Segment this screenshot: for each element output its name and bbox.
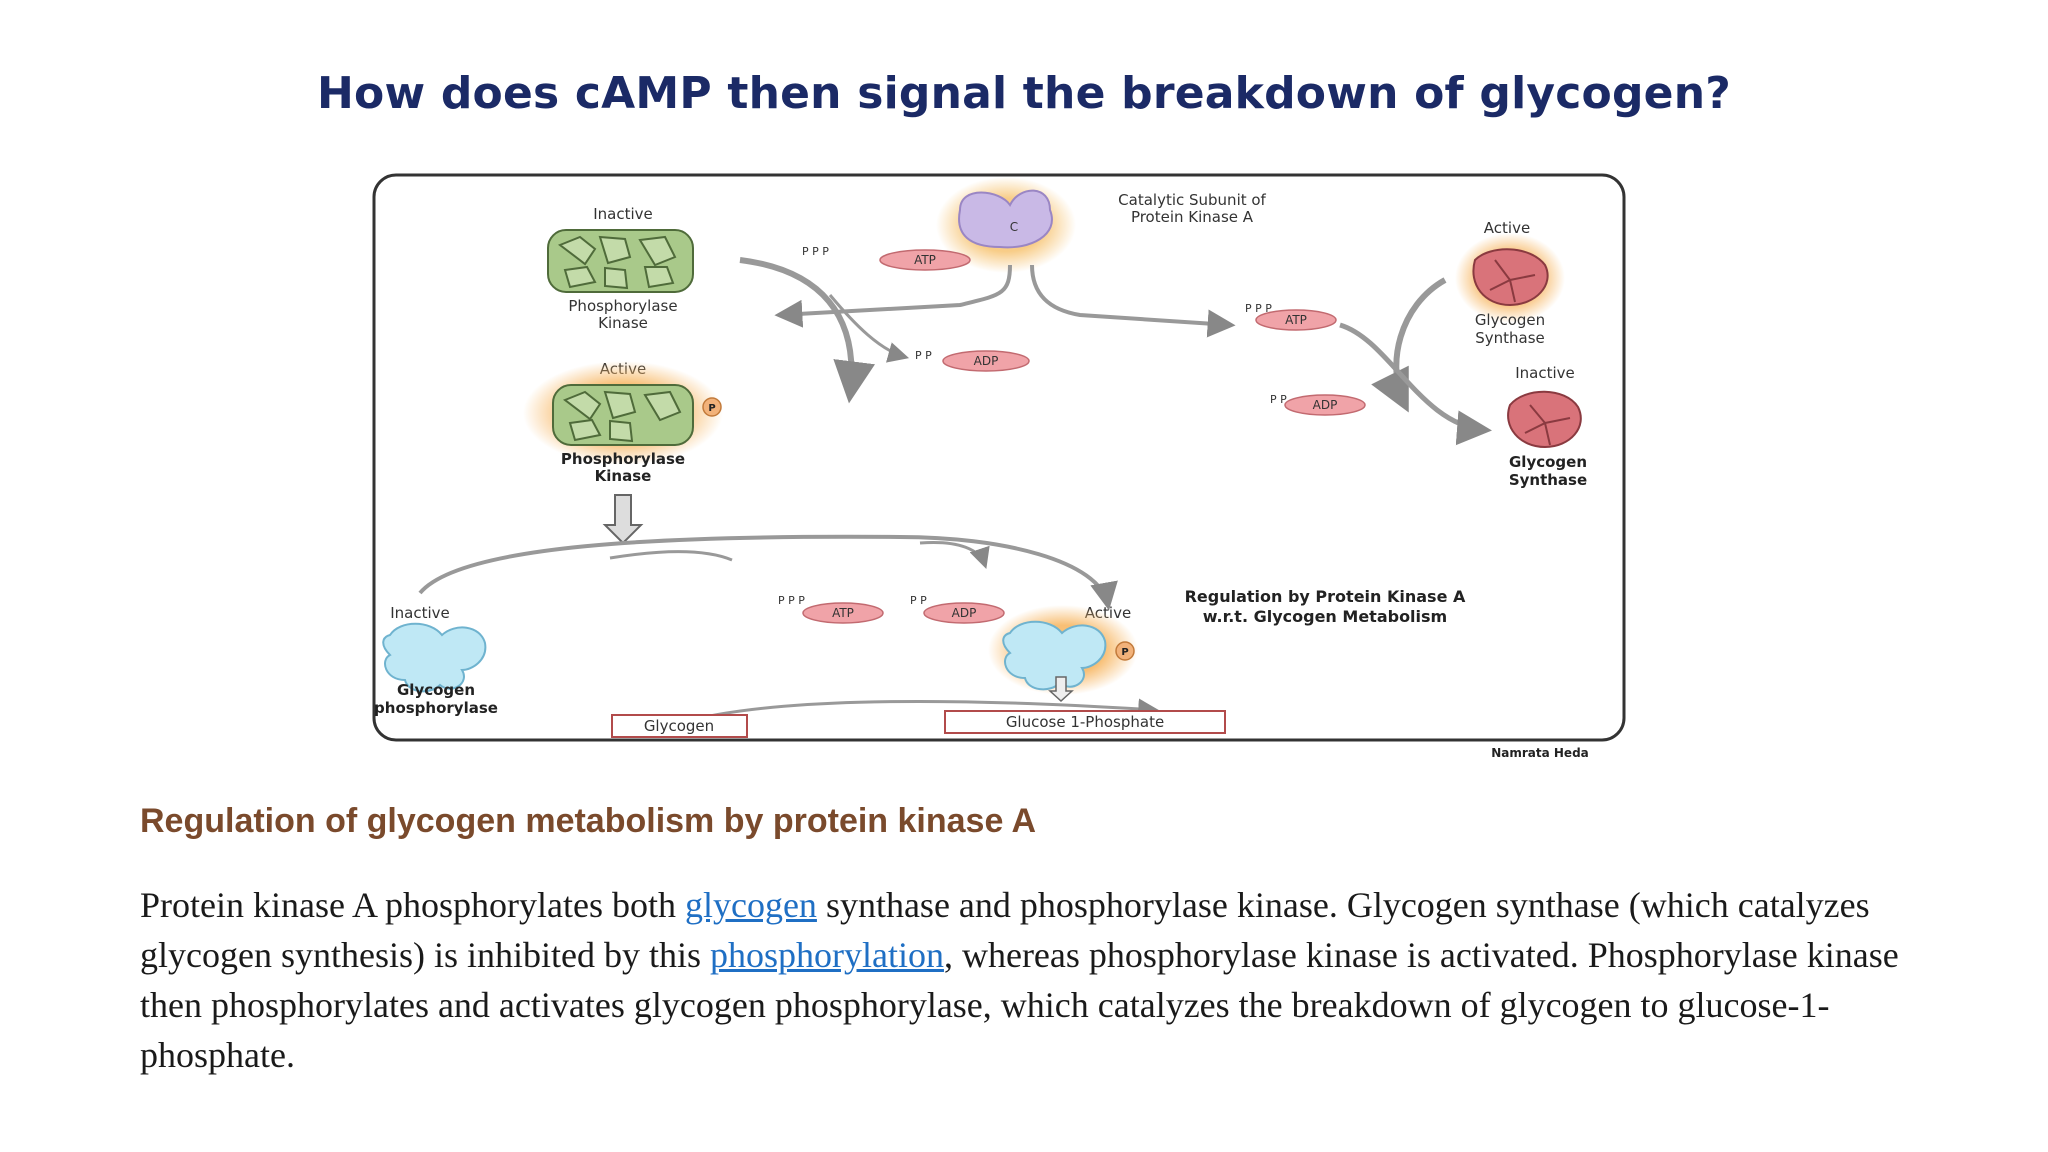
ppp-label-2: P P P — [1245, 302, 1272, 315]
adp-label-1: ADP — [974, 354, 999, 368]
glycogen-synthase-active-icon — [1455, 233, 1565, 323]
p-label-kinase: P — [708, 403, 715, 414]
phosphorylase-kinase-active-icon: P — [523, 361, 723, 465]
paragraph-part-1: Protein kinase A phosphorylates both — [140, 885, 685, 925]
inactive-label-kinase: Inactive — [593, 205, 653, 223]
glycogen-box-label: Glycogen — [644, 717, 714, 735]
phosphorylase-inactive-line1: Glycogen — [397, 681, 475, 699]
body-paragraph: Protein kinase A phosphorylates both gly… — [140, 880, 1960, 1080]
glycogen-phosphorylase-active-icon: P — [988, 605, 1138, 695]
down-arrow-kinase — [602, 494, 644, 545]
inactive-label-phosphorylase: Inactive — [390, 604, 450, 622]
catalytic-letter: C — [1010, 220, 1018, 234]
paragraph-part-2: synthase and phosphorylase kinase. Glyco… — [140, 885, 1870, 975]
active-label-synthase: Active — [1484, 219, 1530, 237]
phos-kinase-active-line2: Kinase — [595, 467, 652, 485]
synthase-inactive-line1: Glycogen — [1509, 453, 1587, 471]
glycogen-phosphorylase-inactive-icon — [382, 622, 487, 693]
atp-right: P P P ATP — [1245, 302, 1337, 331]
atp-label-2: ATP — [1285, 313, 1307, 327]
glucose-box — [944, 710, 1226, 734]
glucose-box-label: Glucose 1-Phosphate — [1006, 713, 1164, 731]
atp-label-3: ATP — [832, 606, 854, 620]
pka-regulation-diagram: C Catalytic Subunit of Protein Kinase A … — [372, 173, 1626, 760]
inactive-label-synthase: Inactive — [1515, 364, 1575, 382]
catalytic-label-line2: Protein Kinase A — [1131, 208, 1254, 226]
adp-right: P P ADP — [1270, 393, 1366, 416]
phos-kinase-inactive-line2: Kinase — [598, 314, 648, 332]
adp-left-top: P P ADP — [915, 349, 1030, 372]
catalytic-subunit: C — [936, 177, 1076, 273]
atp-label-1: ATP — [914, 253, 936, 267]
regulation-title-line1: Regulation by Protein Kinase A — [1185, 587, 1466, 606]
phosphorylase-inactive-line2: phosphorylase — [374, 699, 498, 717]
glycogen-link[interactable]: glycogen — [684, 885, 817, 925]
pp-label-2: P P — [1270, 393, 1287, 406]
regulation-title-line2: w.r.t. Glycogen Metabolism — [1203, 607, 1447, 626]
p-label-phosphorylase: P — [1121, 647, 1128, 658]
synthase-active-line2: Synthase — [1475, 329, 1545, 347]
adp-label-2: ADP — [1313, 398, 1338, 412]
phos-kinase-active-line1: Phosphorylase — [561, 450, 685, 468]
pp-label-3: P P — [910, 594, 927, 607]
atp-left-top: P P P ATP — [802, 245, 971, 271]
phosphorylation-link[interactable]: phosphorylation — [709, 935, 944, 975]
synthase-active-line1: Glycogen — [1475, 311, 1545, 329]
adp-bottom: P P ADP — [910, 594, 1005, 624]
synthase-inactive-line2: Synthase — [1509, 471, 1587, 489]
ppp-label-3: P P P — [778, 594, 805, 607]
atp-bottom: P P P ATP — [778, 594, 884, 624]
phosphorylase-kinase-inactive-icon — [547, 229, 694, 293]
adp-label-3: ADP — [952, 606, 977, 620]
slide-title: How does cAMP then signal the breakdown … — [317, 68, 1731, 119]
credit-text: Namrata Heda — [1491, 746, 1589, 760]
down-arrow-phosphorylase — [1048, 676, 1074, 703]
paragraph-part-3: , whereas phosphorylase kinase is activa… — [140, 935, 1899, 1075]
ppp-label-1: P P P — [802, 245, 829, 258]
catalytic-label-line1: Catalytic Subunit of — [1118, 191, 1266, 209]
phos-kinase-inactive-line1: Phosphorylase — [568, 297, 677, 315]
glycogen-synthase-inactive-icon — [1507, 390, 1582, 449]
section-heading: Regulation of glycogen metabolism by pro… — [140, 802, 1037, 840]
pp-label-1: P P — [915, 349, 932, 362]
glycogen-box — [611, 714, 748, 738]
